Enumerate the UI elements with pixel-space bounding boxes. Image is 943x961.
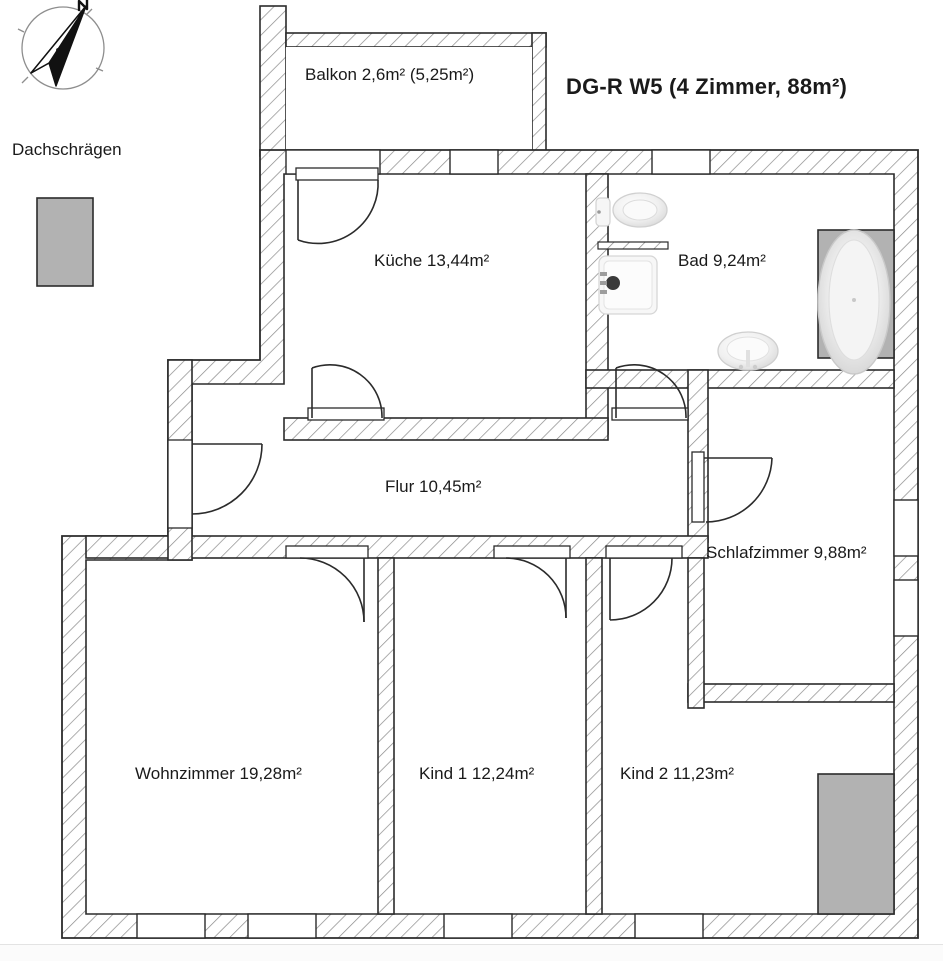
window-openings-right — [893, 499, 919, 637]
door-kueche-flur — [307, 363, 385, 421]
bad-shelf — [597, 241, 669, 250]
window-openings-top — [285, 149, 711, 175]
dachschraege-kind2 — [817, 773, 895, 915]
door-kueche-top — [295, 167, 379, 245]
north-arrow-icon — [17, 0, 105, 90]
wall-kueche-bottom — [283, 417, 609, 441]
door-wohnzimmer — [285, 545, 369, 623]
legend-swatch — [36, 197, 94, 287]
window-openings-bottom — [136, 913, 704, 939]
wall-kind1-kind2 — [585, 557, 603, 915]
bathtub-icon — [817, 229, 891, 375]
door-entrance — [167, 439, 263, 529]
washbasin-icon — [717, 331, 779, 371]
balkon-structure — [259, 5, 547, 157]
door-kind2 — [605, 545, 683, 621]
wall-schlafzimmer-bottom — [687, 683, 895, 703]
wall-kind2-schlafzimmer — [687, 557, 705, 709]
door-schlafzimmer — [691, 451, 773, 523]
page-footer-bar — [0, 944, 943, 961]
shower-tray-icon — [598, 255, 658, 315]
toilet-icon — [595, 192, 668, 228]
door-bad-flur — [611, 363, 689, 421]
door-kind1 — [493, 545, 571, 619]
wall-wohnzimmer-kind1 — [377, 557, 395, 915]
